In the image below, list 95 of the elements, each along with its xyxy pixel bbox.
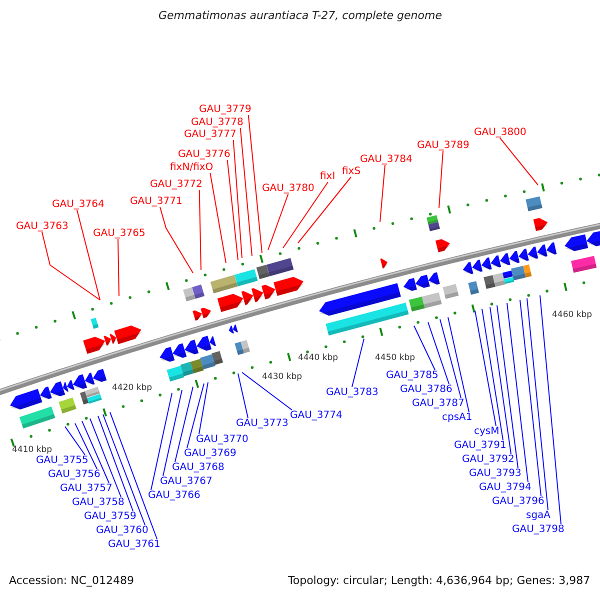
- gene-label: GAU_3772: [150, 179, 202, 190]
- scale-label: 4450 kbp: [375, 353, 416, 363]
- gene-label: cpsA1: [442, 412, 472, 423]
- leader-line: [174, 386, 194, 462]
- gene-label: GAU_3791: [454, 440, 506, 451]
- gene-label: cysM: [474, 426, 500, 437]
- gene-label: GAU_3798: [512, 524, 564, 535]
- gene-label: GAU_3761: [108, 539, 160, 550]
- gene-label: GAU_3771: [130, 196, 182, 207]
- gene-label: GAU_3789: [417, 140, 470, 151]
- leader-line: [64, 426, 86, 456]
- gene-label: GAU_3783: [326, 387, 378, 398]
- gene-label: GAU_3766: [148, 490, 200, 501]
- diagram-title: Gemmatimonas aurantiaca T-27, complete genome: [158, 9, 442, 22]
- gene-label: fixN/fixO: [170, 162, 214, 173]
- gene-label: GAU_3758: [72, 497, 124, 508]
- leader-line: [268, 194, 289, 250]
- gene-label: GAU_3755: [36, 455, 88, 466]
- gene-label: sgaA: [526, 510, 551, 521]
- leader-line: [150, 392, 172, 490]
- scale-label: 4460 kbp: [552, 310, 592, 320]
- leader-line: [74, 422, 98, 470]
- gene-label: GAU_3777: [184, 129, 236, 140]
- gene-label: GAU_3787: [412, 398, 464, 409]
- leader-line: [414, 325, 436, 370]
- gene-label: GAU_3779: [199, 104, 252, 115]
- scale-label: 4430 kbp: [262, 372, 302, 382]
- leader-line: [448, 316, 470, 412]
- gene-label: GAU_3774: [290, 410, 342, 421]
- leader-line: [82, 420, 110, 484]
- leader-line: [540, 294, 562, 524]
- gene-label: GAU_3773: [236, 418, 288, 429]
- gene-label: GAU_3780: [262, 183, 314, 194]
- gene-label: GAU_3778: [191, 117, 244, 128]
- leader-line: [438, 150, 444, 208]
- gene-label: GAU_3757: [60, 483, 112, 494]
- scale-label: 4440 kbp: [298, 353, 338, 363]
- scale-label: 4420 kbp: [112, 383, 152, 393]
- leader-line: [526, 298, 548, 510]
- leader-line: [380, 164, 386, 222]
- leader-line: [226, 160, 238, 260]
- gene-label: GAU_3759: [84, 511, 136, 522]
- gene-label: GAU_3792: [462, 454, 514, 465]
- gene-label: GAU_3776: [178, 149, 230, 160]
- gene-label: GAU_3756: [48, 469, 100, 480]
- leader-line: [98, 415, 134, 512]
- leader-line: [352, 338, 364, 388]
- leader-line: [482, 308, 504, 440]
- gene-label: GAU_3768: [172, 462, 224, 473]
- leader-line: [90, 418, 122, 498]
- leader-line: [186, 382, 204, 448]
- leader-line: [240, 128, 252, 256]
- gene-label: fixS: [342, 166, 361, 177]
- gene-label: GAU_3767: [160, 476, 212, 487]
- gene-label: GAU_3785: [386, 370, 438, 381]
- gene-label: GAU_3786: [400, 384, 452, 395]
- gene-label: GAU_3793: [469, 468, 522, 479]
- gene-label: GAU_3760: [96, 525, 148, 536]
- accession-label: Accession: NC_012489: [9, 574, 134, 587]
- leader-line: [210, 172, 226, 264]
- scale-label: 4410 kbp: [12, 445, 52, 455]
- leader-line: [506, 302, 528, 482]
- gene-label: GAU_3764: [52, 199, 104, 210]
- leader-line: [242, 372, 292, 410]
- gene-label: GAU_3765: [93, 228, 146, 239]
- leader-line: [160, 206, 194, 274]
- leader-line: [198, 190, 202, 270]
- leader-line: [162, 390, 182, 476]
- gene-label: GAU_3763: [16, 221, 68, 232]
- leader-line: [428, 322, 450, 384]
- leader-line: [232, 140, 242, 258]
- gene-label: GAU_3800: [474, 127, 526, 138]
- leader-line: [440, 318, 462, 398]
- leader-line: [102, 414, 146, 526]
- gene-label: fixI: [320, 171, 336, 182]
- gene-label: GAU_3794: [479, 482, 532, 493]
- leader-line: [500, 138, 538, 186]
- leader-line: [42, 232, 100, 300]
- leader-line: [520, 299, 542, 496]
- leader-line: [282, 182, 328, 248]
- gene-label: GAU_3784: [360, 154, 412, 165]
- genome-stats-label: Topology: circular; Length: 4,636,964 bp; Genes: 3,987: [288, 574, 590, 587]
- gene-label: GAU_3796: [492, 496, 544, 507]
- leader-line: [490, 306, 512, 454]
- leader-line: [110, 412, 158, 540]
- leader-line: [198, 382, 208, 434]
- gene-label: GAU_3770: [196, 434, 248, 445]
- leader-line: [76, 210, 100, 300]
- leader-line: [248, 114, 262, 254]
- leader-line: [298, 176, 352, 244]
- leader-line: [238, 373, 248, 418]
- leader-line: [496, 304, 518, 468]
- leader-line: [474, 310, 496, 426]
- leader-line: [118, 238, 120, 296]
- gene-label: GAU_3769: [184, 448, 236, 459]
